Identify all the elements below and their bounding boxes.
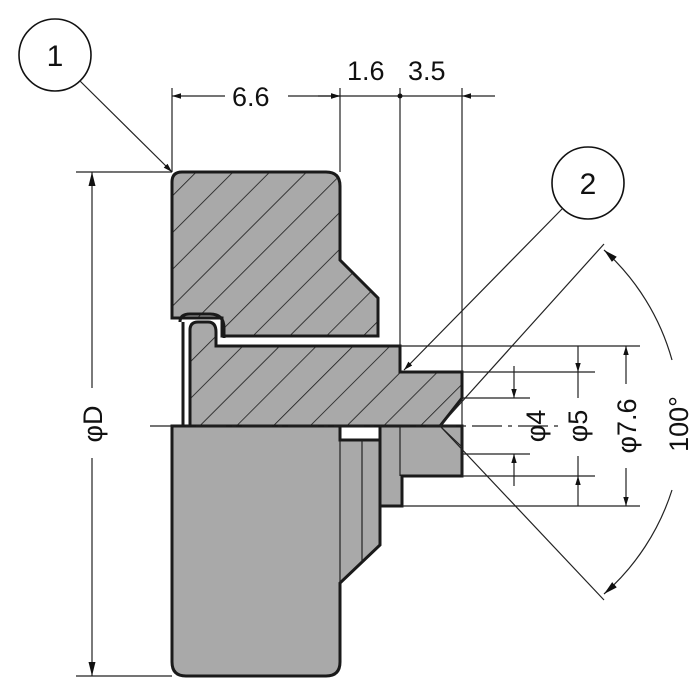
dim-3-5: 3.5: [408, 56, 446, 86]
pin-section: [188, 320, 464, 428]
dim-6-6: 6.6: [232, 82, 270, 112]
wheel-section-upper: [170, 170, 380, 338]
dim-phi-5: φ5: [563, 410, 593, 443]
callout-1-circle: [18, 18, 92, 92]
dim-phi-7-6: φ7.6: [612, 398, 642, 453]
retaining-lip: [178, 312, 226, 338]
dim-phi-4: φ4: [521, 410, 551, 443]
callout-2-circle: [551, 146, 625, 220]
dim-phi-D: φD: [78, 405, 108, 442]
dim-1-6: 1.6: [347, 56, 385, 86]
callout-1-label: 1: [47, 40, 64, 73]
dim-angle-100: 100°: [664, 396, 694, 452]
callout-2-label: 2: [580, 168, 597, 201]
wheel-exterior-lower: [170, 424, 382, 678]
pin-exterior-lower: [378, 424, 464, 508]
